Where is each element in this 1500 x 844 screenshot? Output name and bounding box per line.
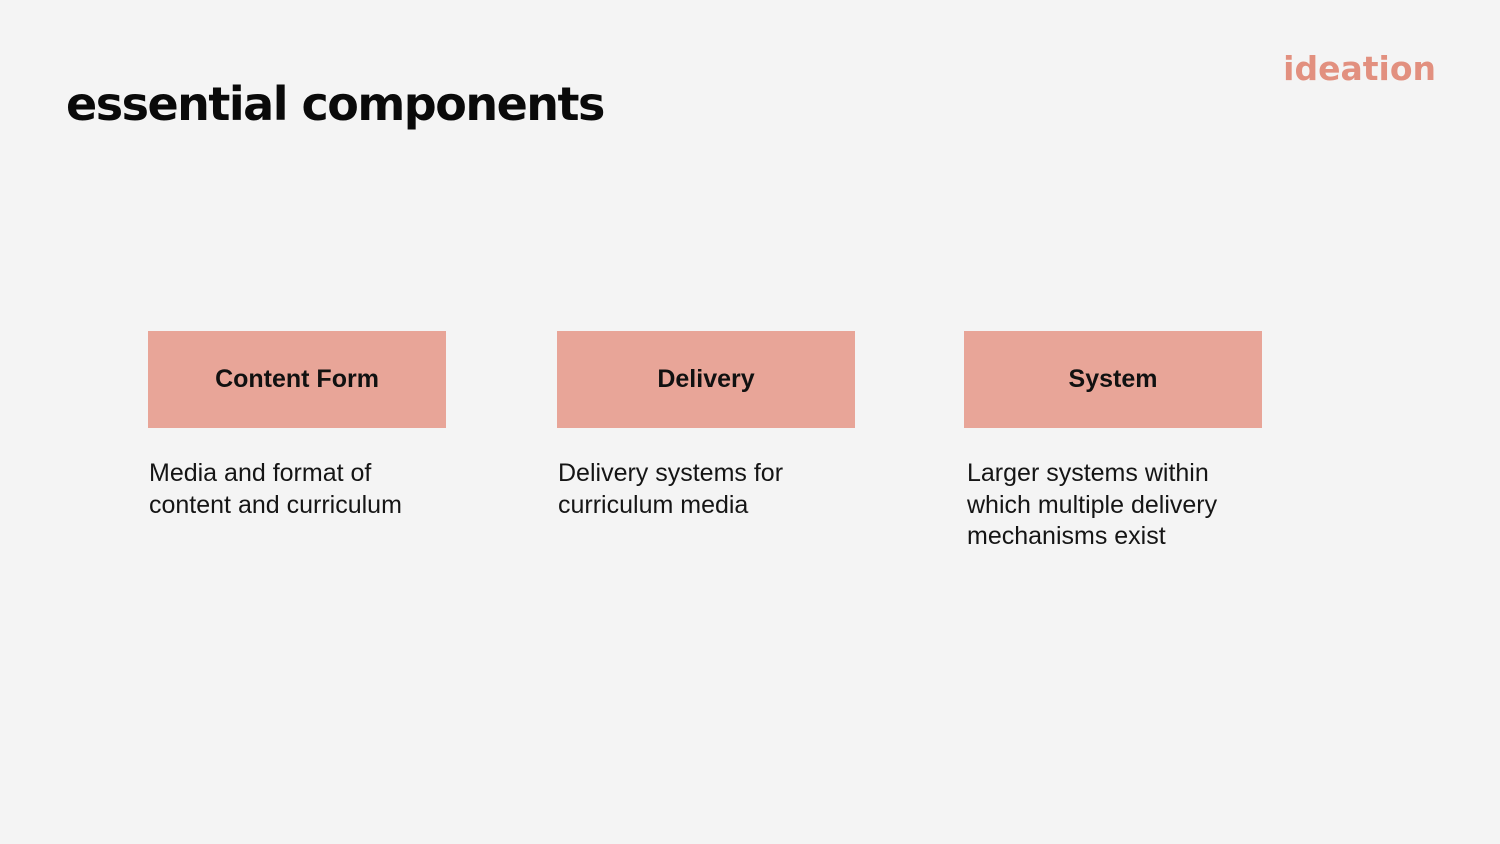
component-card-delivery: Delivery Delivery systems for curriculum… xyxy=(557,331,855,521)
component-card-system: System Larger systems within which multi… xyxy=(964,331,1262,553)
card-header: Delivery xyxy=(557,331,855,428)
slide-title: essential components xyxy=(66,77,605,131)
card-header: Content Form xyxy=(148,331,446,428)
card-header: System xyxy=(964,331,1262,428)
card-title: Content Form xyxy=(215,365,379,393)
card-title: System xyxy=(1068,365,1158,393)
card-description: Delivery systems for curriculum media xyxy=(558,459,784,519)
component-card-content-form: Content Form Media and format of content… xyxy=(148,331,446,521)
section-tag: ideation xyxy=(1283,49,1436,88)
card-description: Media and format of content and curricul… xyxy=(149,459,402,519)
card-title: Delivery xyxy=(657,365,755,393)
card-description: Larger systems within which multiple del… xyxy=(967,459,1218,550)
